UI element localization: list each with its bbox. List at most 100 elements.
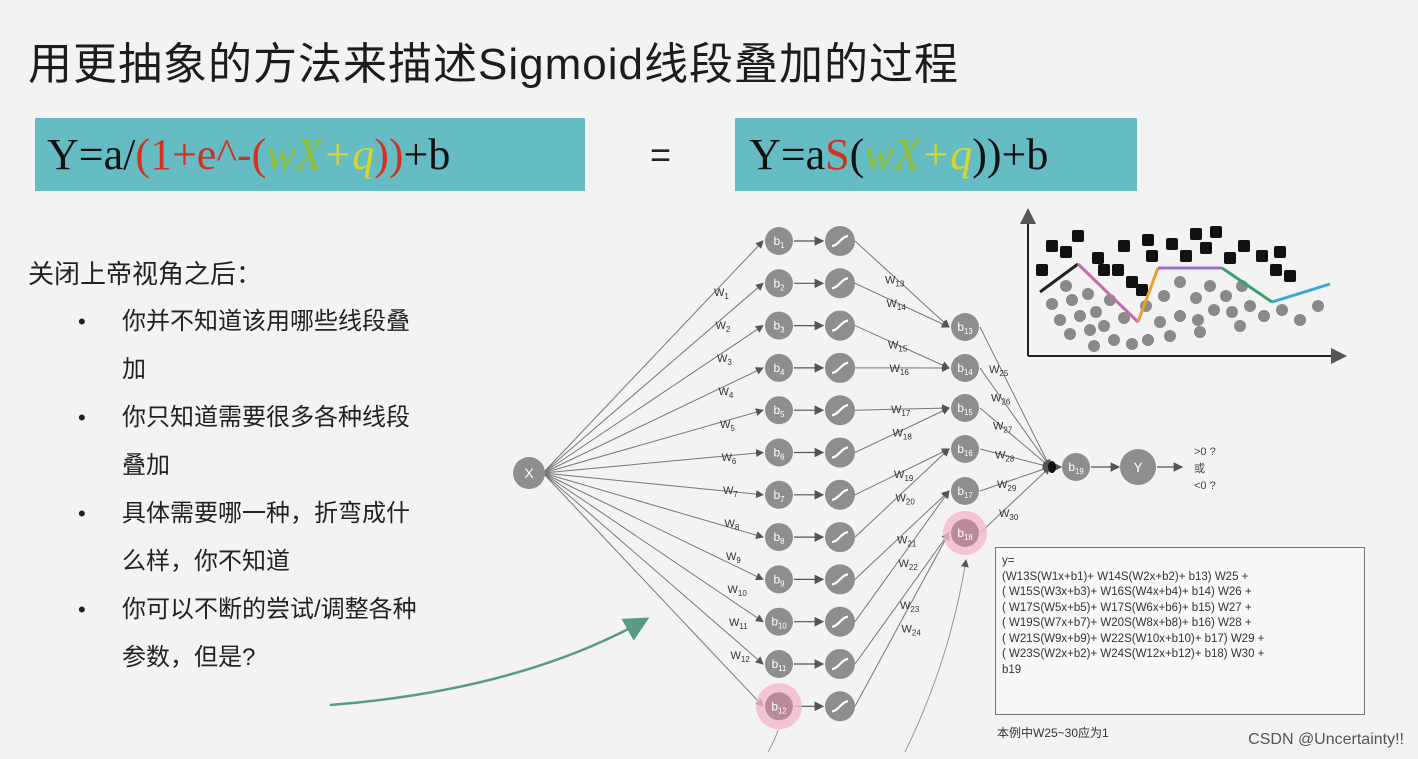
equation-line: ( W17S(W5x+b5)+ W17S(W6x+b6)+ b15) W27 +	[1002, 601, 1252, 614]
data-dot	[1154, 316, 1166, 328]
inset-scatter-sketch	[1020, 208, 1347, 364]
connection-line	[542, 449, 764, 474]
equation-note: 本例中W25~30应为1	[997, 726, 1109, 740]
connection-line	[979, 448, 1051, 470]
watermark: CSDN @Uncertainty!!	[1248, 731, 1404, 748]
connection-line	[854, 490, 950, 580]
data-dot	[1204, 280, 1216, 292]
sigmoid-icon	[831, 446, 849, 459]
bullet-line: 参数，但是?	[122, 644, 256, 671]
data-dot	[1158, 290, 1170, 302]
data-square	[1190, 228, 1202, 240]
weight-label: W2	[716, 320, 731, 334]
weight-label: W21	[897, 535, 917, 549]
bias-label: b1	[773, 234, 784, 250]
bias-node	[951, 313, 979, 341]
equation-line: ( W19S(W7x+b7)+ W20S(W8x+b8)+ b16) W28 +	[1002, 617, 1252, 629]
sigmoid-icon	[831, 531, 849, 544]
data-square	[1036, 264, 1048, 276]
segment-black	[1039, 262, 1079, 294]
weight-label: W19	[894, 469, 914, 483]
formula-part-close: ))	[374, 130, 404, 179]
data-square	[1060, 246, 1072, 258]
connection-line	[542, 472, 764, 580]
bias-node	[765, 650, 793, 678]
bias-label: b17	[957, 484, 972, 500]
bias-node	[765, 311, 793, 340]
data-square	[1126, 276, 1138, 288]
network-labels: Xb1b2b3b4b5b6b7b8b9b10b11b12W1W2W3W4W5W6…	[524, 234, 1215, 715]
bias-label: b13	[957, 320, 972, 336]
weight-label: W28	[995, 449, 1015, 463]
connection-line	[542, 472, 764, 539]
output-note: <0 ?	[1194, 480, 1216, 492]
sigmoid-icon	[831, 573, 849, 586]
bias-node	[765, 353, 793, 382]
connection-line	[979, 407, 1051, 468]
weight-label: W1	[714, 287, 729, 301]
bias-node	[951, 477, 979, 505]
bias-node	[951, 394, 979, 422]
weight-label: W4	[719, 386, 734, 400]
data-dot	[1194, 326, 1206, 338]
data-dot	[1276, 304, 1288, 316]
formula-part-plus: +	[920, 130, 951, 179]
formula-part-q: q	[352, 130, 375, 179]
sigmoid-icon	[831, 615, 849, 628]
connection-line	[979, 466, 1051, 534]
weight-label: W10	[728, 584, 748, 598]
connection-line	[854, 490, 950, 622]
data-square	[1136, 284, 1148, 296]
data-dot	[1074, 310, 1086, 322]
formula-part-b: +b	[403, 130, 451, 179]
weight-label: W6	[722, 452, 737, 466]
data-square	[1146, 250, 1158, 262]
data-square	[1118, 240, 1130, 252]
sigmoid-icon	[831, 361, 849, 374]
bias-label: b2	[773, 276, 784, 292]
data-dot	[1220, 290, 1232, 302]
pointer-arrow-thin	[904, 559, 969, 753]
data-square	[1098, 264, 1110, 276]
bias-node	[765, 607, 793, 636]
bias-label: b10	[771, 615, 787, 631]
data-dot	[1190, 292, 1202, 304]
weight-label: W13	[885, 275, 905, 289]
output-label: Y	[1133, 459, 1143, 475]
connection-line	[854, 532, 950, 665]
connection-line	[854, 448, 950, 496]
output-bias-node	[1062, 453, 1090, 481]
formula-part-wx: wX	[266, 130, 323, 179]
bias-label: b12	[771, 699, 786, 715]
connection-line	[542, 408, 764, 474]
data-dot	[1098, 320, 1110, 332]
data-dot	[1142, 334, 1154, 346]
slide-title: 用更抽象的方法来描述Sigmoid线段叠加的过程	[28, 40, 959, 89]
formula-part-plus: +	[322, 130, 353, 179]
weight-label: W17	[891, 404, 911, 418]
data-dot	[1192, 314, 1204, 326]
weight-label: W25	[989, 364, 1009, 378]
data-square	[1270, 264, 1282, 276]
connection-line	[979, 465, 1051, 492]
weight-label: W18	[893, 427, 913, 441]
bullet-line: 加	[122, 356, 146, 383]
data-square	[1256, 250, 1268, 262]
weight-label: W29	[997, 479, 1017, 493]
weight-label: W11	[729, 617, 748, 631]
output-note: >0 ?	[1194, 446, 1216, 458]
intro-text: 关闭上帝视角之后：	[28, 259, 263, 289]
sigmoid-icon	[831, 404, 849, 417]
data-dot	[1082, 288, 1094, 300]
equation-line: ( W15S(W3x+b3)+ W16S(W4x+b4)+ b14) W26 +	[1002, 586, 1252, 598]
formula-part: Y=a	[749, 130, 826, 179]
data-dot	[1208, 304, 1220, 316]
bias-label: b8	[773, 530, 784, 546]
data-square	[1200, 242, 1212, 254]
bias-label: b3	[773, 319, 784, 335]
bullet-line: 你只知道需要很多各种线段	[122, 404, 410, 431]
